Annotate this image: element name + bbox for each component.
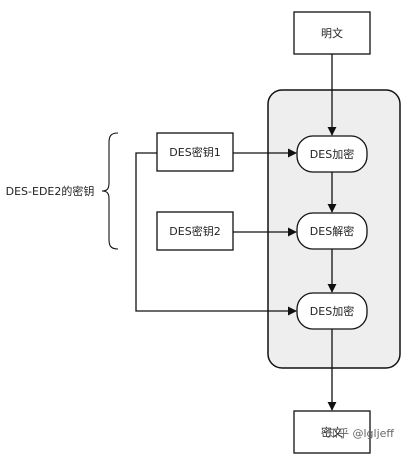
encrypt1-label: DES加密 [310, 147, 354, 161]
plaintext-box [293, 11, 371, 55]
key-group-brace [101, 132, 119, 250]
key-group-label: DES-EDE2的密钥 [6, 184, 95, 198]
decrypt-label: DES解密 [310, 224, 354, 238]
encrypt2-label: DES加密 [310, 304, 354, 318]
ciphertext-box [293, 410, 371, 454]
key1-box [156, 132, 234, 172]
plaintext-label: 明文 [321, 26, 343, 40]
ciphertext-label: 密文 [321, 425, 343, 439]
watermark: 知乎 @lgljeff [327, 426, 394, 440]
arrow-key1-to-encrypt2 [135, 152, 297, 316]
key2-box [156, 211, 234, 251]
key1-label: DES密钥1 [169, 145, 220, 159]
key2-label: DES密钥2 [169, 224, 220, 238]
